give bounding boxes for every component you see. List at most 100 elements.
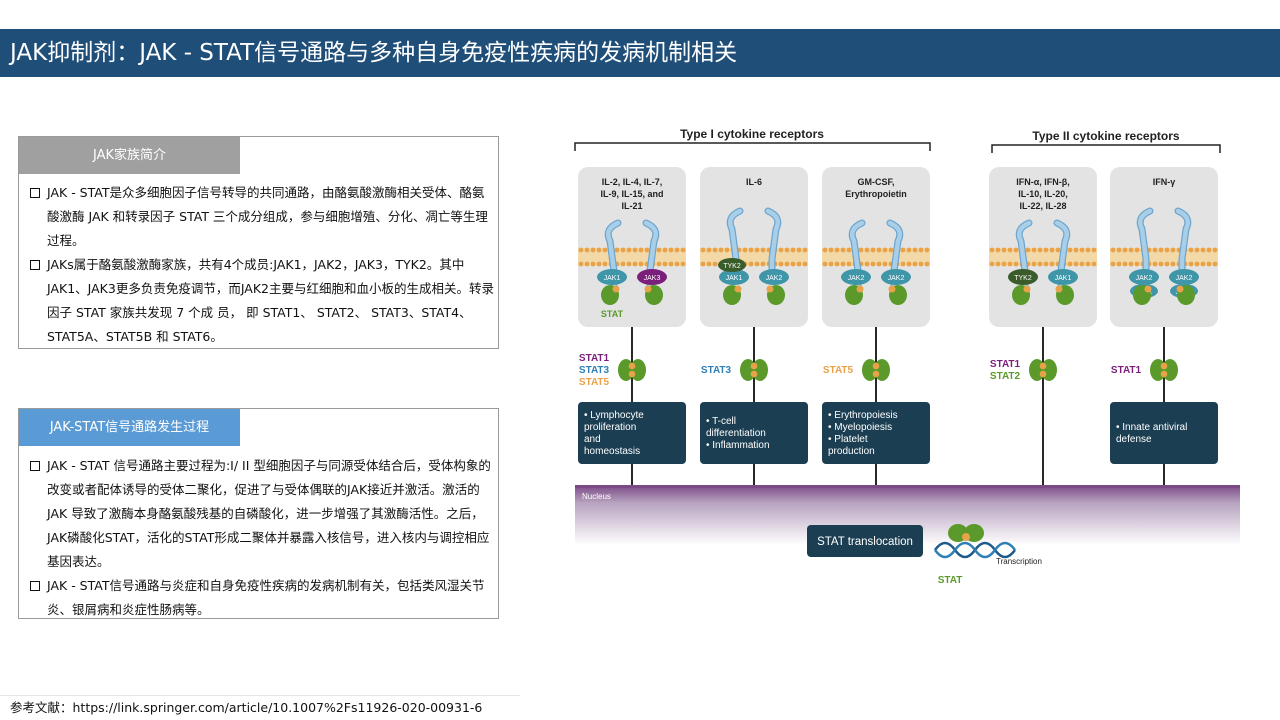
- receptor-chain: [606, 220, 621, 288]
- receptor-chain: [1054, 220, 1069, 288]
- lipid-head: [1194, 261, 1200, 267]
- lipid-head: [1188, 247, 1194, 253]
- lipid-head: [1164, 247, 1170, 253]
- jak-left: [597, 269, 627, 285]
- jak-right: [1048, 269, 1078, 285]
- pathway-svg: Type I cytokine receptors Type II cytoki…: [574, 127, 1240, 586]
- effect-text: and: [584, 434, 601, 445]
- lipid-head: [680, 261, 686, 267]
- lipid-head: [834, 261, 840, 267]
- dna-helix-icon: [933, 524, 1017, 559]
- checkbox-bullet-icon: [30, 461, 40, 471]
- lipid-head: [754, 261, 760, 267]
- lipid-head: [1067, 261, 1073, 267]
- stat-type-label: STAT1: [990, 359, 1021, 370]
- lipid-head: [754, 247, 760, 253]
- receptor-chain: [1175, 208, 1190, 276]
- jak-stat-pathway-diagram: Type I cytokine receptors Type II cytoki…: [560, 115, 1260, 595]
- receptor-chain: [850, 220, 865, 288]
- phosphate-icon: [612, 285, 620, 293]
- lipid-head: [712, 247, 718, 253]
- lipid-head: [700, 247, 706, 253]
- lipid-head: [1188, 261, 1194, 267]
- lipid-head: [1122, 261, 1128, 267]
- lipid-head: [1206, 261, 1212, 267]
- lipid-head: [822, 261, 828, 267]
- effect-text: proliferation: [584, 422, 636, 433]
- effect-box: [578, 402, 686, 464]
- lipid-head: [912, 247, 918, 253]
- lipid-head: [1128, 247, 1134, 253]
- cytokine-label: IL-22, IL-28: [1019, 201, 1066, 211]
- stat-translocation-box: [807, 525, 923, 557]
- lipid-head: [846, 261, 852, 267]
- lipid-head: [1073, 247, 1079, 253]
- lipid-head: [882, 261, 888, 267]
- cytokine-label: IFN-α, IFN-β,: [1016, 177, 1070, 187]
- lipid-head: [626, 247, 632, 253]
- lipid-head: [1043, 261, 1049, 267]
- lipid-head: [632, 247, 638, 253]
- phosphate-icon: [1176, 285, 1184, 293]
- lipid-head: [1158, 247, 1164, 253]
- lipid-head: [1007, 261, 1013, 267]
- phosphate-icon: [750, 362, 758, 370]
- lipid-head: [1170, 247, 1176, 253]
- lipid-head: [1194, 247, 1200, 253]
- lipid-head: [796, 247, 802, 253]
- receptor-chain: [1138, 208, 1153, 276]
- jak-right-label: JAK2: [766, 275, 783, 282]
- lipid-head: [584, 261, 590, 267]
- effect-text: • Platelet: [828, 434, 868, 445]
- lipid-head: [674, 261, 680, 267]
- cell-membrane: [822, 248, 930, 266]
- lipid-head: [840, 261, 846, 267]
- lipid-head: [668, 247, 674, 253]
- lipid-head: [706, 261, 712, 267]
- lipid-head: [1122, 247, 1128, 253]
- page-title: JAK抑制剂：JAK - STAT信号通路与多种自身免疫性疾病的发病机制相关: [10, 40, 738, 66]
- jak-left-label: JAK2: [848, 275, 865, 282]
- lipid-head: [668, 261, 674, 267]
- lipid-head: [784, 261, 790, 267]
- receptor-chain: [887, 220, 902, 288]
- phosphate-icon: [1039, 362, 1047, 370]
- lipid-head: [700, 261, 706, 267]
- lipid-head: [1152, 261, 1158, 267]
- effect-text: • T-cell: [706, 416, 736, 427]
- phosphate-icon: [1144, 285, 1152, 293]
- jak-right-label: JAK1: [1055, 275, 1072, 282]
- jak-extra-label: TYK2: [723, 263, 741, 270]
- reference-divider: [0, 695, 520, 696]
- cytokine-label: IL-2, IL-4, IL-7,: [602, 177, 663, 187]
- lipid-head: [1049, 247, 1055, 253]
- reference-link[interactable]: 参考文献：https://link.springer.com/article/1…: [10, 700, 483, 715]
- lipid-head: [584, 247, 590, 253]
- cell-membrane: [578, 248, 686, 266]
- lipid-head: [638, 247, 644, 253]
- effect-box: [822, 402, 930, 464]
- type2-bracket: [991, 144, 1221, 153]
- bullet-item: JAKs属于酪氨酸激酶家族，共有4个成员:JAK1，JAK2，JAK3，TYK2…: [29, 253, 494, 349]
- bullet-text: JAK - STAT信号通路与炎症和自身免疫性疾病的发病机制有关，包括类风湿关节…: [47, 578, 485, 617]
- jak-left-label: JAK1: [726, 275, 743, 282]
- jak-left: [1008, 269, 1038, 285]
- lipid-head: [1013, 247, 1019, 253]
- lipid-head: [1110, 261, 1116, 267]
- stat-type-label: STAT3: [579, 365, 610, 376]
- lipid-head: [906, 247, 912, 253]
- lipid-head: [918, 247, 924, 253]
- lipid-head: [680, 247, 686, 253]
- lipid-head: [1079, 261, 1085, 267]
- effect-text: defense: [1116, 434, 1152, 445]
- effect-text: • Lymphocyte: [584, 410, 644, 421]
- jak-right: [881, 269, 911, 285]
- lipid-head: [912, 261, 918, 267]
- jak-right: [759, 269, 789, 285]
- lipid-head: [1212, 247, 1218, 253]
- lipid-head: [882, 247, 888, 253]
- lipid-head: [578, 247, 584, 253]
- lipid-head: [858, 247, 864, 253]
- lipid-head: [1158, 261, 1164, 267]
- cytokine-label: IL-9, IL-15, and: [600, 189, 663, 199]
